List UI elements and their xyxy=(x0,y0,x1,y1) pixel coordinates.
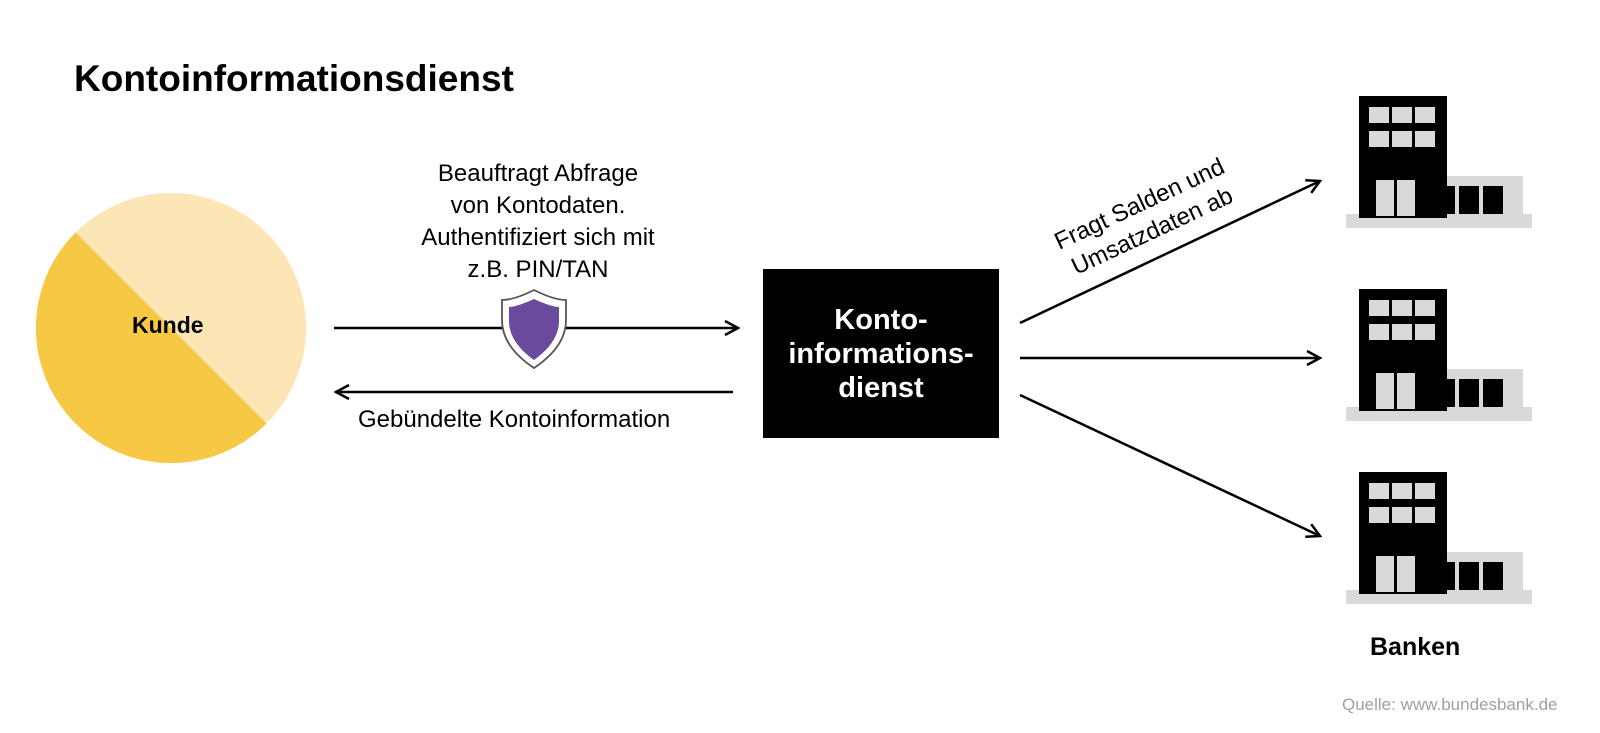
request-label-line: z.B. PIN/TAN xyxy=(467,256,609,283)
request-label-line: Authentifiziert sich mit xyxy=(421,224,655,251)
request-label-line: von Kontodaten. xyxy=(450,192,626,219)
bank-arrow-bottom xyxy=(1019,393,1320,536)
customer-label: Kunde xyxy=(132,312,204,338)
service-box: Konto- informations- dienst xyxy=(763,269,999,438)
shield-fill xyxy=(509,299,559,360)
bank-building-icon xyxy=(1346,289,1532,421)
service-label-line: dienst xyxy=(838,371,924,404)
return-arrow-label: Gebündelte Kontoinformation xyxy=(358,406,671,433)
page-title: Kontoinformationsdienst xyxy=(74,58,514,99)
service-box-label: Konto- informations- dienst xyxy=(788,303,973,405)
bank-building-icon xyxy=(1346,472,1532,604)
customer-circle xyxy=(35,193,306,464)
shield-icon xyxy=(501,288,567,370)
customer-circle-dark xyxy=(35,232,267,464)
request-arrow-label: Beauftragt Abfrage von Kontodaten. Authe… xyxy=(398,158,678,286)
bank-building-icon xyxy=(1346,96,1532,228)
service-label-line: Konto- xyxy=(834,303,928,336)
source-note: Quelle: www.bundesbank.de xyxy=(1342,695,1558,714)
banks-label: Banken xyxy=(1370,633,1461,661)
bank-arrow-top xyxy=(1019,181,1320,325)
service-label-line: informations- xyxy=(788,337,974,370)
request-label-line: Beauftragt Abfrage xyxy=(437,160,639,187)
